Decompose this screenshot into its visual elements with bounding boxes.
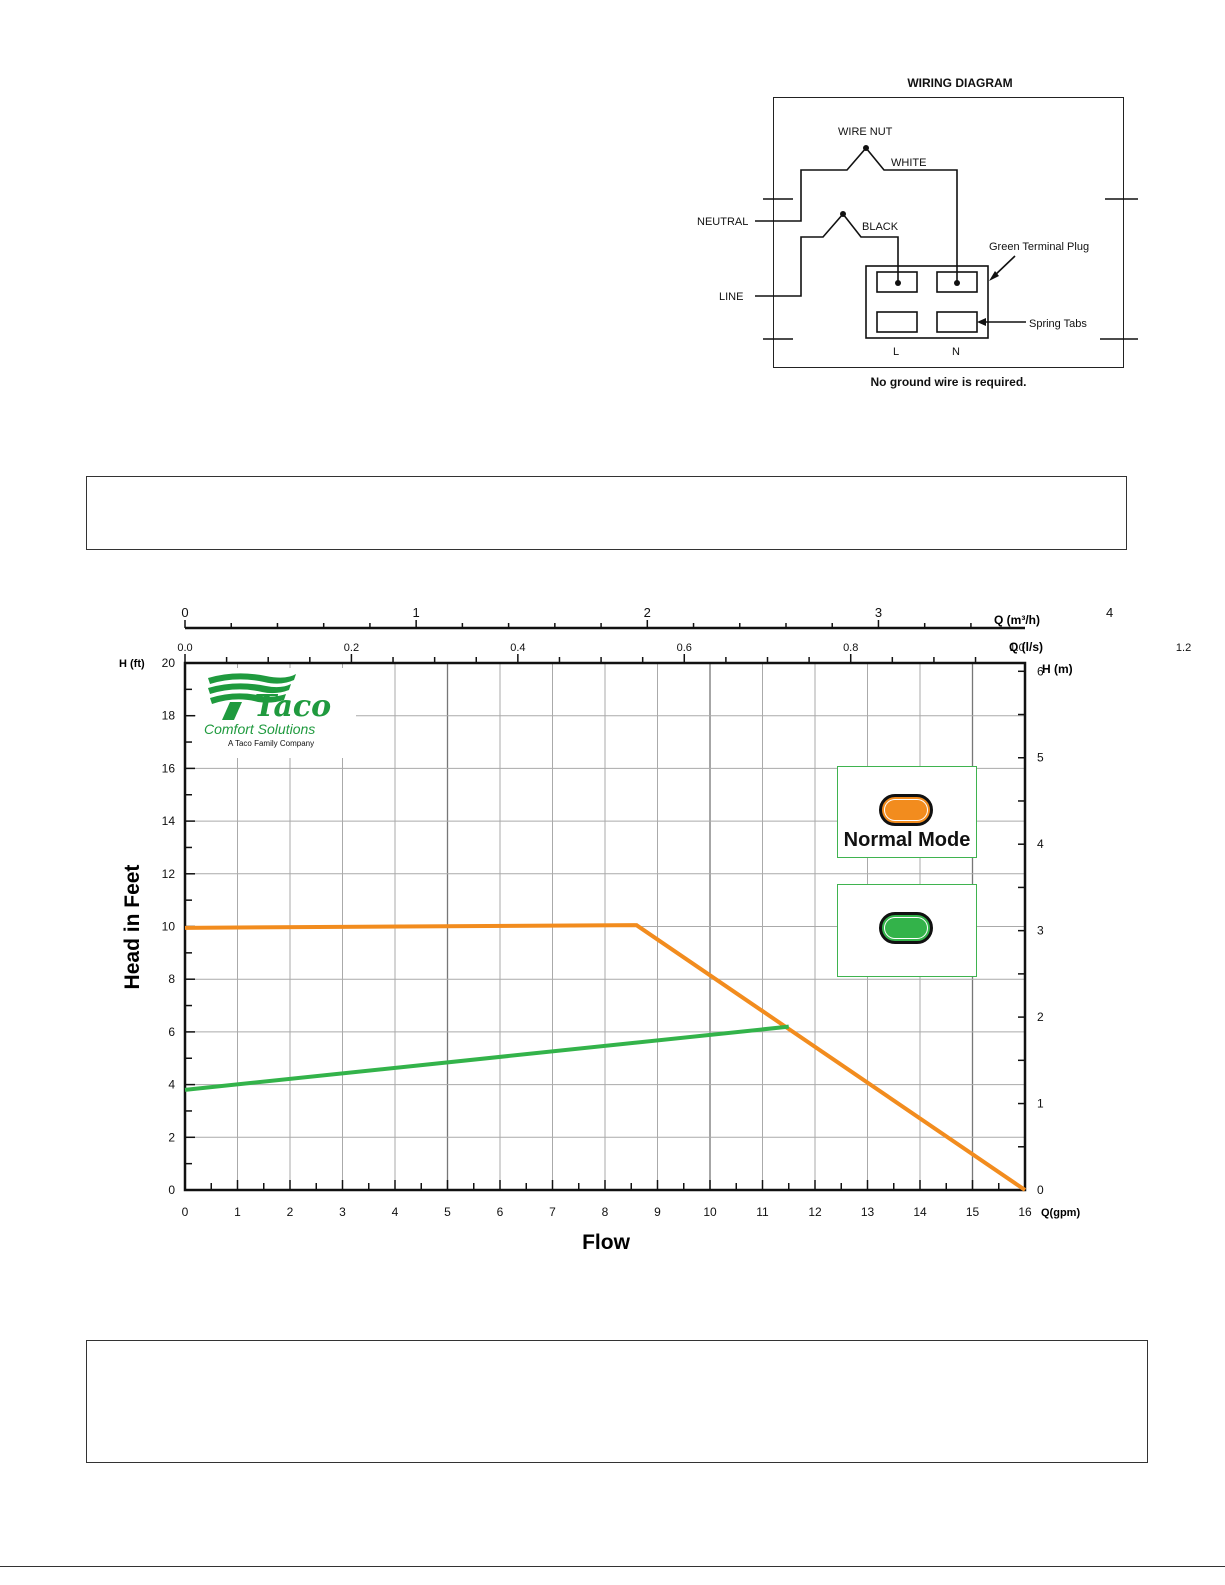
x-tick-label: 8	[602, 1205, 609, 1219]
y-unit-label-left: H (ft)	[119, 658, 145, 670]
neutral-label: NEUTRAL	[697, 216, 748, 228]
eco-mode-curve	[184, 1024, 789, 1092]
top-tick-label-m3h: 1	[413, 605, 420, 620]
x-tick-label: 0	[182, 1205, 189, 1219]
spring-tabs-label: Spring Tabs	[1029, 318, 1087, 330]
normal-mode-label: Normal Mode	[843, 829, 971, 851]
x-tick-label: 13	[861, 1205, 875, 1219]
legend-normal-mode: Normal Mode	[837, 766, 977, 858]
chart-series	[184, 923, 1027, 1192]
terminal-l-label: L	[893, 346, 899, 358]
legend-eco-mode	[837, 884, 977, 977]
taco-logo: Taco Comfort Solutions A Taco Family Com…	[196, 668, 356, 758]
wiring-diagram-frame	[773, 97, 1124, 368]
top-tick-label-ls: 1.0	[1009, 642, 1024, 654]
x-tick-label: 1	[234, 1205, 241, 1219]
top-axis-ls-label: Q (l/s)	[1009, 640, 1043, 654]
wire-nut-label: WIRE NUT	[838, 126, 893, 138]
x-axis-title: Flow	[582, 1231, 630, 1254]
y-tick-label: 8	[168, 972, 175, 986]
terminal-n-label: N	[952, 346, 960, 358]
x-tick-label: 4	[392, 1205, 399, 1219]
wiring-diagram: WIRE NUT WHITE BLACK NEUTRAL LINE Green …	[697, 126, 1138, 358]
normal-mode-indicator-icon	[879, 794, 933, 826]
line-label: LINE	[719, 291, 743, 303]
right-tick-label: 4	[1037, 837, 1044, 851]
empty-text-box-2	[86, 1340, 1148, 1463]
logo-brand-text: Taco	[254, 689, 331, 724]
green-terminal-plug-label: Green Terminal Plug	[989, 241, 1089, 253]
y-tick-label: 16	[162, 761, 176, 775]
white-wire-label: WHITE	[891, 157, 926, 169]
x-tick-label: 14	[913, 1205, 927, 1219]
x-tick-label: 10	[703, 1205, 717, 1219]
top-tick-label-ls: 0.0	[177, 642, 192, 654]
wiring-diagram-title: WIRING DIAGRAM	[907, 76, 1013, 90]
black-wire-label: BLACK	[862, 221, 899, 233]
no-ground-note: No ground wire is required.	[870, 375, 1027, 389]
y-tick-label: 4	[168, 1078, 175, 1092]
y-tick-label: 20	[162, 656, 176, 670]
x-tick-label: 15	[966, 1205, 980, 1219]
top-tick-label-m3h: 3	[875, 605, 882, 620]
top-tick-label-m3h: 0	[181, 605, 188, 620]
y-tick-label: 14	[162, 814, 176, 828]
x-tick-label: 7	[549, 1205, 556, 1219]
right-tick-label: 1	[1037, 1097, 1044, 1111]
top-tick-label-ls: 0.8	[843, 642, 858, 654]
x-unit-label: Q(gpm)	[1041, 1207, 1080, 1219]
right-tick-label: 6	[1037, 664, 1044, 678]
eco-mode-indicator-icon	[879, 912, 933, 944]
top-tick-label-ls: 0.4	[510, 642, 525, 654]
y-axis-title: Head in Feet	[121, 865, 144, 990]
top-tick-label-ls: 0.6	[677, 642, 692, 654]
right-tick-label: 0	[1037, 1183, 1044, 1197]
y-tick-label: 18	[162, 709, 176, 723]
right-tick-label: 2	[1037, 1010, 1044, 1024]
right-tick-label: 3	[1037, 924, 1044, 938]
x-tick-label: 12	[808, 1205, 822, 1219]
logo-family-text: A Taco Family Company	[228, 739, 314, 748]
x-tick-label: 16	[1018, 1205, 1032, 1219]
top-tick-label-ls: 0.2	[344, 642, 359, 654]
x-tick-label: 5	[444, 1205, 451, 1219]
x-tick-label: 11	[756, 1205, 769, 1219]
x-tick-label: 9	[654, 1205, 661, 1219]
logo-tagline: Comfort Solutions	[204, 721, 315, 737]
top-tick-label-m3h: 2	[644, 605, 651, 620]
normal-mode-curve	[184, 923, 1027, 1192]
y-tick-label: 10	[162, 920, 176, 934]
empty-text-box-1	[86, 476, 1127, 550]
top-axis-m3h-label: Q (m³/h)	[994, 613, 1040, 627]
y-tick-label: 0	[168, 1183, 175, 1197]
x-tick-label: 6	[497, 1205, 504, 1219]
y-tick-label: 12	[162, 867, 176, 881]
top-tick-label-m3h: 4	[1106, 605, 1113, 620]
right-tick-label: 5	[1037, 751, 1044, 765]
x-tick-label: 3	[339, 1205, 346, 1219]
top-tick-label-ls: 1.2	[1176, 642, 1191, 654]
y-unit-label-right: H (m)	[1042, 662, 1073, 676]
y-tick-label: 2	[168, 1130, 175, 1144]
page-footer-rule	[0, 1566, 1225, 1567]
x-tick-label: 2	[287, 1205, 294, 1219]
y-tick-label: 6	[168, 1025, 175, 1039]
